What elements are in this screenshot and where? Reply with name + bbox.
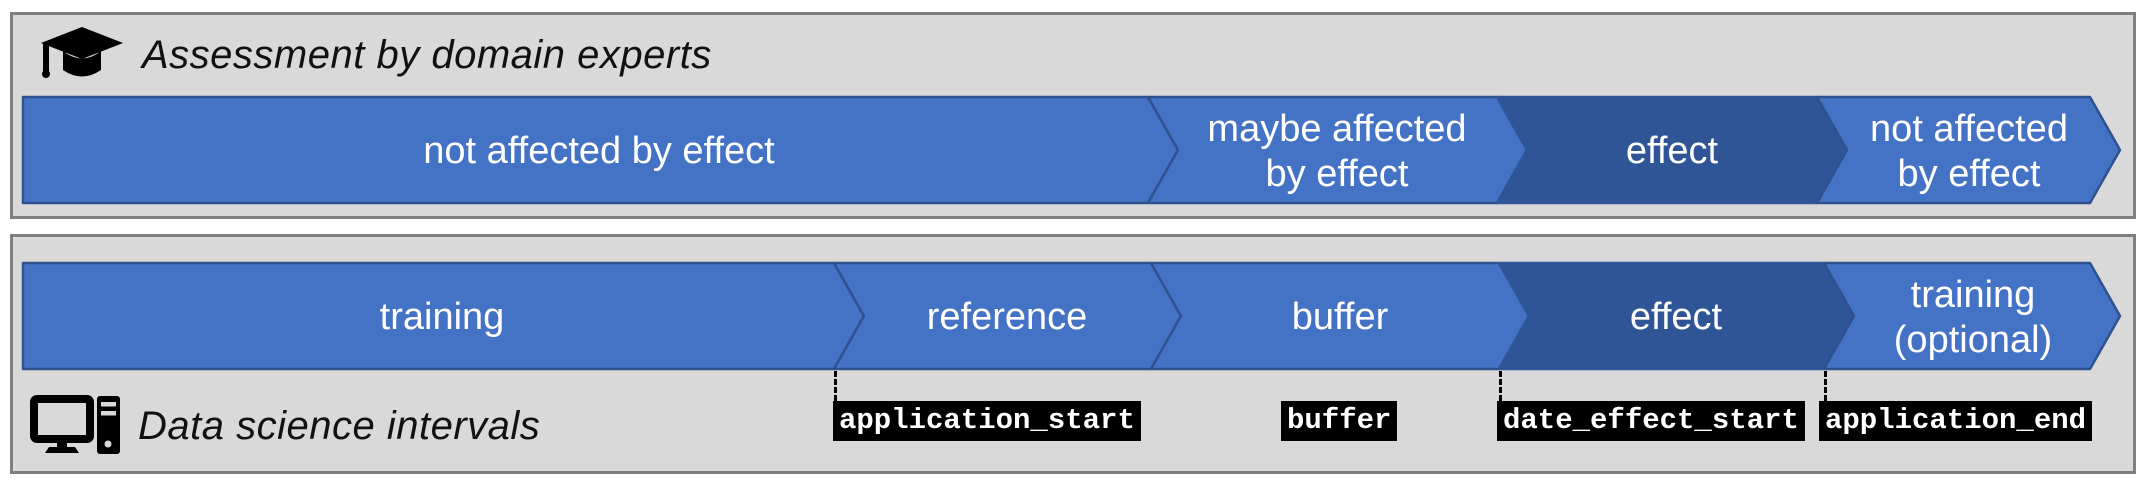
marker-application-start: application_start	[833, 401, 1141, 441]
segment-label: by effect	[1266, 153, 1409, 195]
segment-label: effect	[1626, 130, 1719, 172]
segment-training-optional	[1822, 261, 2122, 371]
dashed-connector-date-effect-start	[1499, 371, 1502, 401]
segment-label: effect	[1630, 296, 1723, 338]
segment-label: maybe affected	[1207, 108, 1466, 150]
marker-date-effect-start: date_effect_start	[1497, 401, 1805, 441]
expert-timeline-bar: not affected by effect maybe affected by…	[21, 95, 2122, 205]
segment-label: (optional)	[1894, 319, 2052, 361]
expert-panel-title: Assessment by domain experts	[142, 32, 712, 77]
marker-buffer: buffer	[1281, 401, 1398, 441]
segment-label: buffer	[1292, 296, 1389, 338]
data-science-panel: training reference buffer effect trainin…	[10, 234, 2136, 474]
graduation-cap-icon	[36, 26, 124, 84]
segment-label: not affected by effect	[423, 130, 775, 172]
ds-panel-header: Data science intervals	[30, 395, 540, 457]
segment-label: not affected	[1870, 108, 2068, 150]
marker-application-end: application_end	[1819, 401, 2093, 441]
dashed-connector-application-start	[834, 371, 837, 401]
expert-panel-header: Assessment by domain experts	[36, 26, 712, 84]
ds-panel-title: Data science intervals	[138, 403, 541, 448]
segment-label: training	[380, 296, 505, 338]
segment-label: training	[1911, 274, 2036, 316]
desktop-computer-icon	[30, 395, 122, 457]
expert-assessment-panel: Assessment by domain experts not affecte…	[10, 12, 2136, 219]
segment-not-affected-2	[1815, 95, 2122, 205]
data-science-timeline-bar: training reference buffer effect trainin…	[21, 261, 2122, 371]
segment-label: reference	[927, 296, 1088, 338]
segment-label: by effect	[1898, 153, 2041, 195]
dashed-connector-application-end	[1824, 371, 1827, 401]
